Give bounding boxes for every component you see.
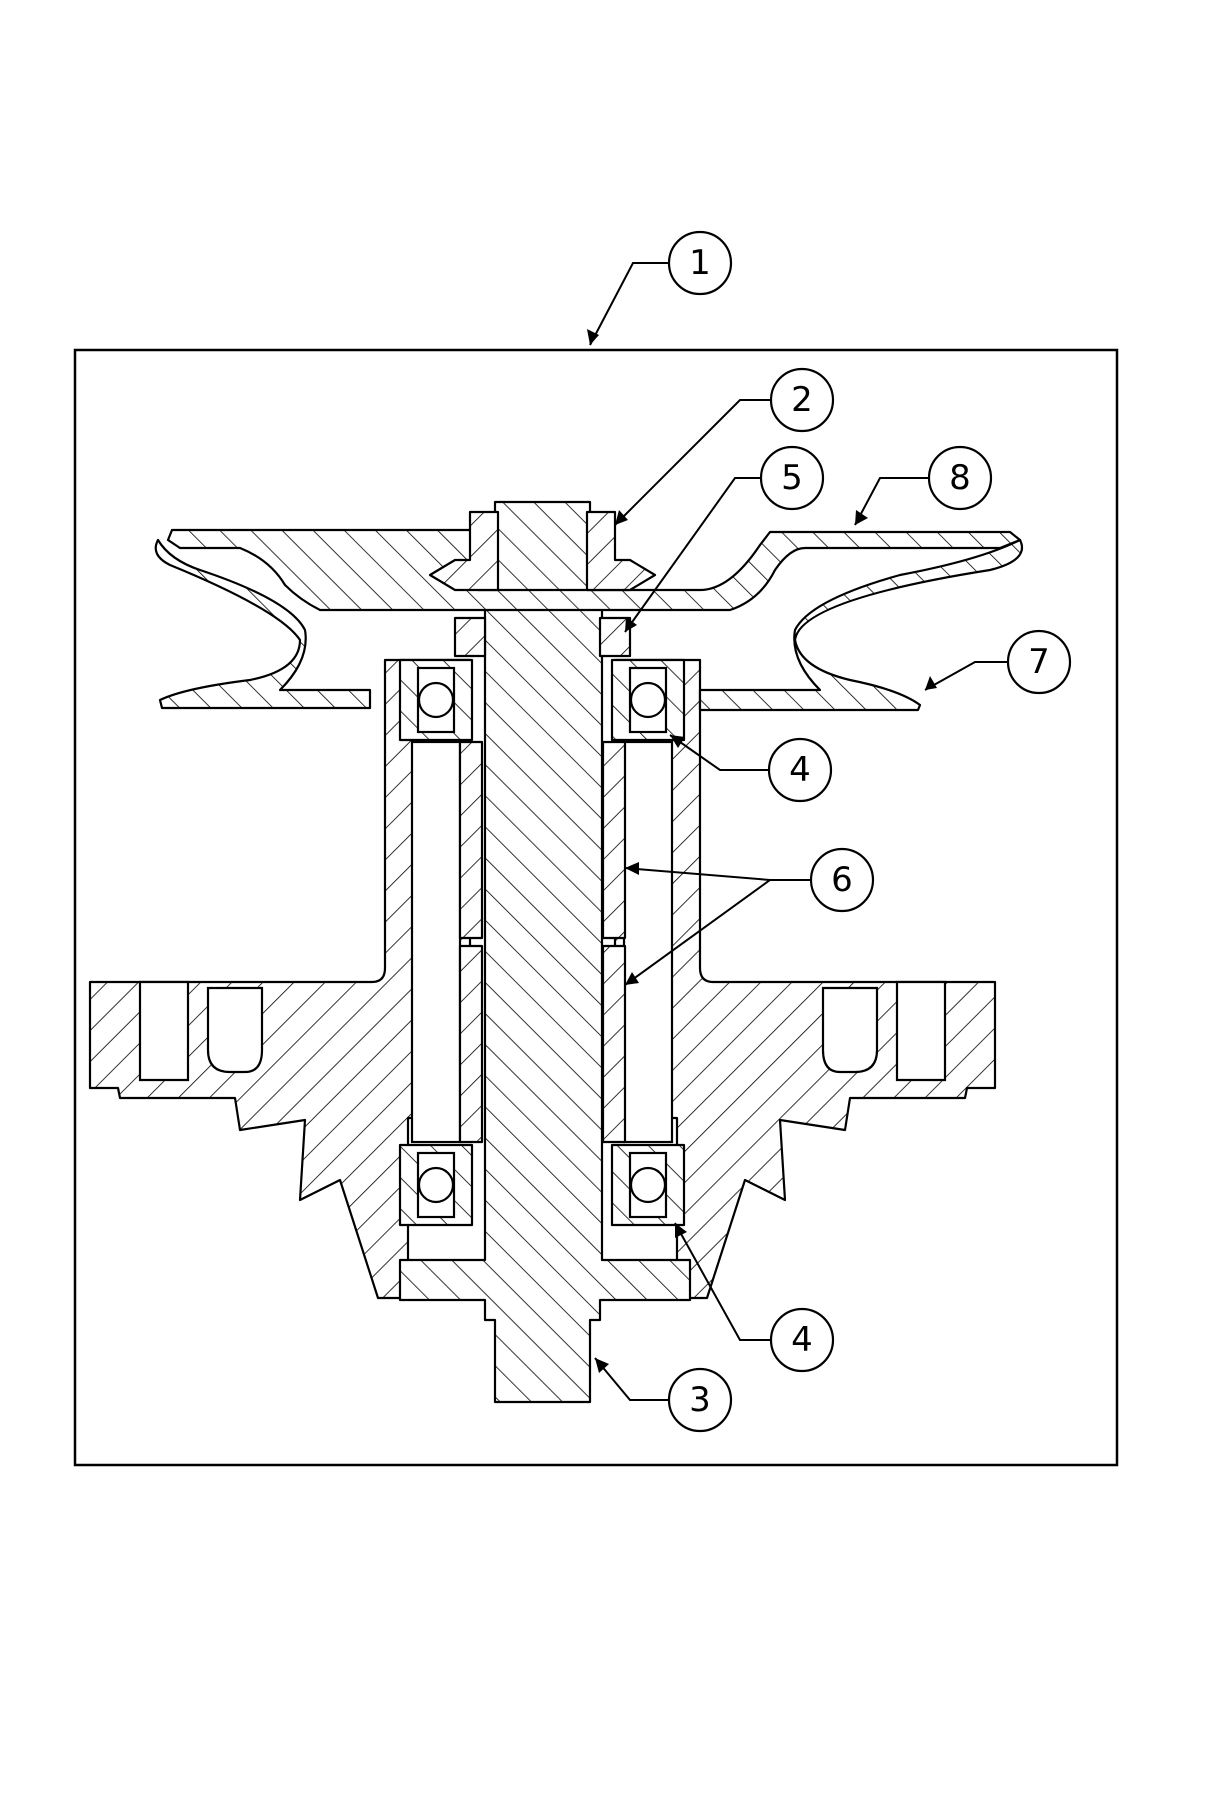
callout-4-lower: 4: [769, 1307, 835, 1373]
spindle-housing: [88, 658, 997, 1300]
callout-6: 6: [809, 847, 875, 913]
callout-4-lower-label: 4: [791, 1320, 813, 1360]
pulley: [154, 528, 1023, 712]
callout-8: 8: [927, 445, 993, 511]
callout-3: 3: [667, 1367, 733, 1433]
callout-1: 1: [667, 230, 733, 296]
callout-5-label: 5: [781, 458, 803, 498]
lower-bearing: [398, 1143, 686, 1227]
callout-3-label: 3: [689, 1380, 711, 1420]
spacer-tubes: [410, 740, 674, 1144]
pulley-hub-right: [585, 510, 657, 592]
spacer-right: [598, 616, 632, 658]
leader-lines: [587, 262, 1007, 1401]
callout-8-label: 8: [949, 458, 971, 498]
pulley-hub: [428, 510, 500, 592]
callout-1-label: 1: [689, 243, 711, 283]
upper-bearing: [398, 658, 686, 742]
callout-7-label: 7: [1028, 642, 1050, 682]
callout-4-upper-label: 4: [789, 750, 811, 790]
callout-7: 7: [1006, 629, 1072, 695]
callout-5: 5: [759, 445, 825, 511]
spacer-left: [453, 616, 487, 658]
callout-2: 2: [769, 367, 835, 433]
callout-4-upper: 4: [767, 737, 833, 803]
callout-2-label: 2: [791, 380, 813, 420]
callout-6-label: 6: [831, 860, 853, 900]
assembly-frame: [73, 348, 1119, 1467]
